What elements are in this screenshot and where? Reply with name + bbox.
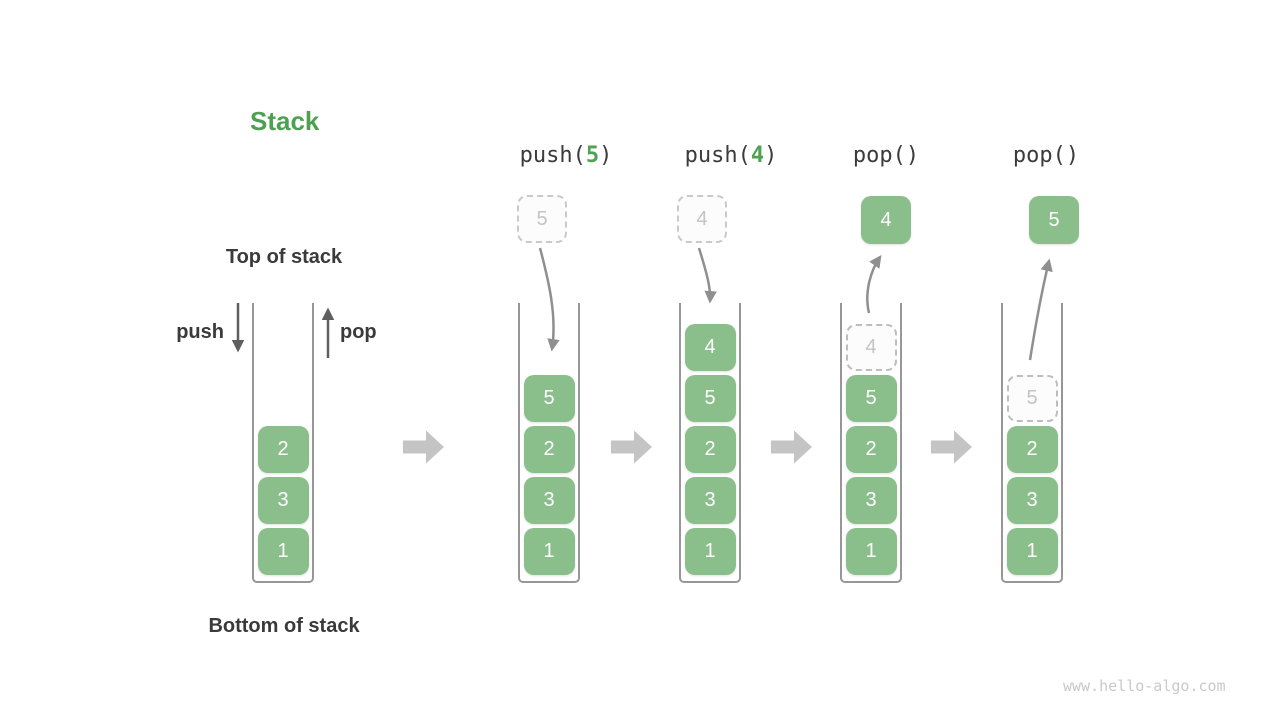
popped-value: 5 [1048, 208, 1060, 231]
push4-curve-arrow-icon [697, 247, 717, 304]
stack-cell: 1 [845, 528, 897, 575]
stack-cell: 1 [1006, 528, 1058, 575]
stack-cell: 5 [684, 375, 736, 422]
op-arg: 5 [585, 143, 600, 168]
pushed-value: 4 [696, 207, 708, 230]
stack-cell: 5 [845, 375, 897, 422]
stack-cell: 2 [257, 426, 309, 473]
pop-label: pop [340, 321, 377, 343]
popped-value: 4 [880, 208, 892, 231]
stack-cell-ghost: 4 [845, 324, 897, 371]
popped-value-box: 4 [861, 196, 911, 244]
bottom-of-stack-label: Bottom of stack [208, 615, 360, 637]
stack-container-pop-first: 4 5 2 3 1 [840, 303, 902, 583]
operation-label-pop-second: pop() [946, 143, 1146, 168]
pushed-value: 5 [536, 207, 548, 230]
op-text: push( [684, 143, 751, 168]
stack-cell: 5 [523, 375, 575, 422]
diagram-title: Stack [250, 106, 320, 136]
op-text: pop( [852, 143, 906, 168]
stack-cell-ghost: 5 [1006, 375, 1058, 422]
operation-label-push4: push(4) [631, 143, 831, 168]
stack-container-push5: 5 2 3 1 [518, 303, 580, 583]
stack-cell: 3 [257, 477, 309, 524]
pushed-value-box: 4 [677, 195, 727, 243]
op-text: ) [905, 143, 920, 168]
transition-arrow-icon [771, 430, 812, 464]
op-text: pop( [1012, 143, 1066, 168]
op-arg: 4 [750, 143, 765, 168]
top-of-stack-label: Top of stack [225, 246, 343, 268]
stack-cell: 1 [257, 528, 309, 575]
watermark: www.hello-algo.com [1063, 677, 1226, 695]
stack-cell: 2 [684, 426, 736, 473]
push-label: push [176, 321, 224, 343]
op-text: ) [1065, 143, 1080, 168]
operation-label-push5: push(5) [466, 143, 666, 168]
stack-cell: 2 [845, 426, 897, 473]
transition-arrow-icon [403, 430, 444, 464]
pushed-value-box: 5 [517, 195, 567, 243]
stack-cell: 3 [1006, 477, 1058, 524]
operation-label-pop-first: pop() [786, 143, 986, 168]
stack-container-push4: 4 5 2 3 1 [679, 303, 741, 583]
stack-cell: 2 [523, 426, 575, 473]
transition-arrow-icon [931, 430, 972, 464]
stack-cell: 2 [1006, 426, 1058, 473]
transition-arrow-icon [611, 430, 652, 464]
stack-cell: 3 [845, 477, 897, 524]
op-text: push( [519, 143, 586, 168]
stack-cell: 1 [523, 528, 575, 575]
stack-container-pop-second: 5 2 3 1 [1001, 303, 1063, 583]
op-text: ) [764, 143, 778, 168]
stack-cell: 4 [684, 324, 736, 371]
popped-value-box: 5 [1029, 196, 1079, 244]
stack-cell: 1 [684, 528, 736, 575]
stack-container-initial: 2 3 1 [252, 303, 314, 583]
stack-cell: 3 [523, 477, 575, 524]
stack-cell: 3 [684, 477, 736, 524]
op-text: ) [599, 143, 613, 168]
